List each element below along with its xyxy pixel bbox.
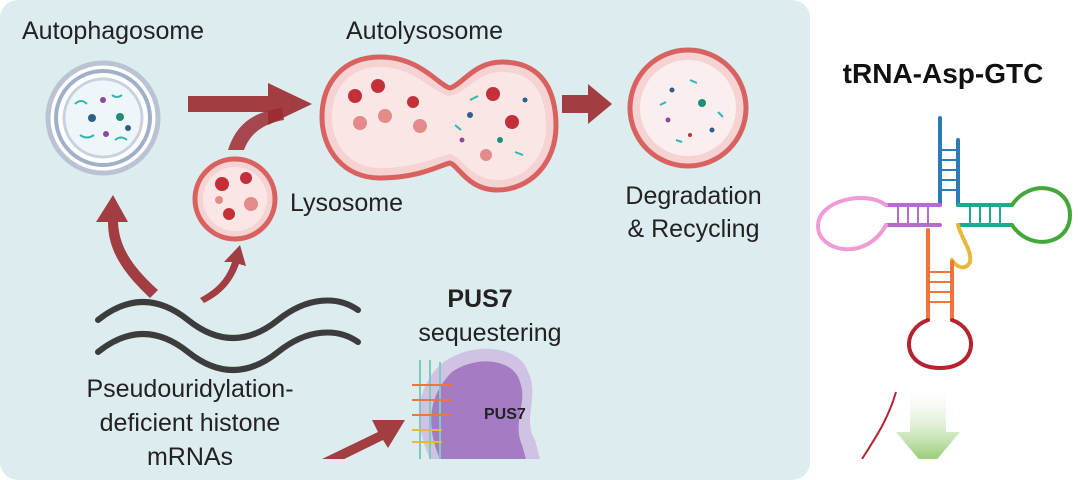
pus7-arrow <box>322 420 405 459</box>
lysosome-fusion-arrow <box>228 108 284 150</box>
histone-mrna-waves <box>95 297 361 373</box>
mrna-label-line3: mRNAs <box>146 443 234 471</box>
pathway-illustration <box>45 47 1073 459</box>
trna-cloverleaf <box>815 116 1073 371</box>
mrna-to-lysosome-arrow <box>200 245 246 303</box>
degradation-label-line2: & Recycling <box>627 215 760 243</box>
pus7-sequestering-label: sequestering <box>418 319 562 347</box>
trna-title: tRNA-Asp-GTC <box>842 58 1044 89</box>
degradation-arrow <box>562 84 612 124</box>
fusion-arrow <box>188 83 312 125</box>
degradation-label-line1: Degradation <box>625 182 762 210</box>
pus7-protein-blob <box>412 348 540 459</box>
red-curve-stroke <box>861 391 897 459</box>
degradation-vesicle <box>627 47 749 169</box>
autophagosome-vesicle <box>45 60 161 176</box>
pus7-title: PUS7 <box>447 285 513 313</box>
pus7-protein-label: PUS7 <box>484 406 526 423</box>
autophagosome-label: Autophagosome <box>22 17 205 45</box>
mrna-to-autophagosome-arrow <box>96 195 158 298</box>
autolysosome-label: Autolysosome <box>346 17 504 45</box>
autolysosome-vesicle <box>319 54 559 193</box>
mrna-label-line2: deficient histone <box>99 409 281 437</box>
lysosome-vesicle <box>192 156 278 242</box>
green-down-arrow <box>896 390 960 459</box>
lysosome-label: Lysosome <box>290 189 404 217</box>
mrna-label-line1: Pseudouridylation- <box>86 375 294 403</box>
